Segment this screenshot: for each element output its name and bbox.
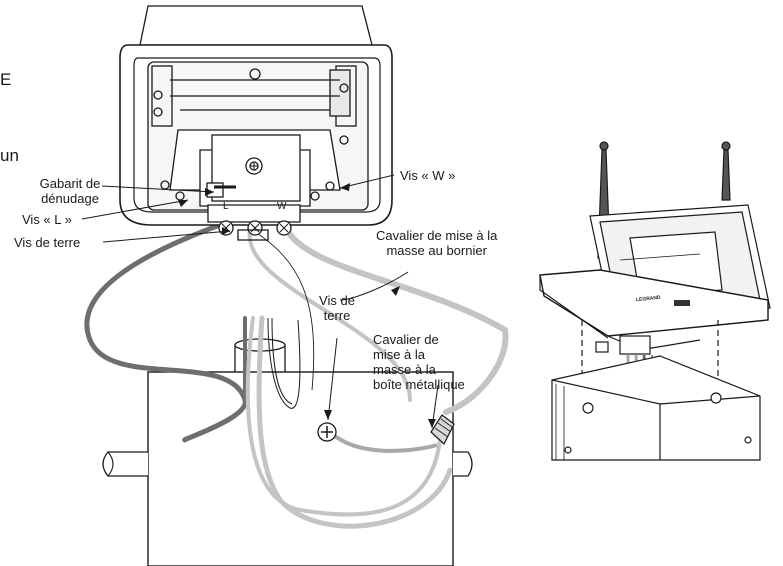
outlet-device	[119, 5, 393, 241]
assembly-view	[539, 141, 771, 461]
cropped-fragment-e: E	[0, 70, 12, 89]
wire-ground-to-screw	[328, 430, 438, 453]
leader-lines	[81, 174, 439, 429]
label-box-ground-jumper-line3: masse à la	[373, 362, 436, 377]
label-stripping-gauge-line2: dénudage	[41, 191, 99, 206]
terminal-letter-l: L	[223, 201, 229, 212]
label-screw-w: Vis « W »	[400, 168, 456, 183]
terminal-letter-w: W	[277, 201, 287, 212]
label-box-ground-jumper-line2: mise à la	[373, 347, 426, 362]
label-ground-screw-box-line1: Vis de	[319, 293, 355, 308]
label-box-ground-jumper: Cavalier de mise à la masse à la boîte m…	[373, 332, 465, 392]
conduit-pipe	[102, 451, 473, 477]
wire-light-neutral	[245, 222, 509, 529]
label-terminal-ground-jumper-line1: Cavalier de mise à la	[376, 228, 498, 243]
wire-bare-ground	[251, 229, 315, 409]
label-box-ground-jumper-line1: Cavalier de	[373, 332, 439, 347]
label-ground-screw-box-line2: terre	[323, 308, 351, 323]
cropped-fragment-un: un	[0, 146, 19, 165]
leader-arrowheads	[178, 183, 436, 428]
label-ground-screw-box: Vis de terre	[312, 293, 362, 323]
ground-screw-icon	[317, 422, 337, 442]
wire-nut-icon	[430, 414, 455, 445]
label-screw-l: Vis « L »	[22, 212, 72, 227]
label-ground-screw-device: Vis de terre	[14, 235, 81, 250]
label-terminal-ground-jumper-line2: masse au bornier	[386, 243, 487, 258]
label-box-ground-jumper-line4: boîte métallique	[373, 377, 465, 392]
wire-dark-hot	[84, 219, 248, 443]
label-stripping-gauge-line1: Gabarit de	[39, 176, 101, 191]
product-logo: LEGRAND	[635, 294, 661, 304]
junction-box	[147, 371, 454, 566]
label-stripping-gauge: Gabarit de dénudage	[30, 176, 110, 206]
label-terminal-ground-jumper: Cavalier de mise à la masse au bornier	[376, 228, 497, 258]
